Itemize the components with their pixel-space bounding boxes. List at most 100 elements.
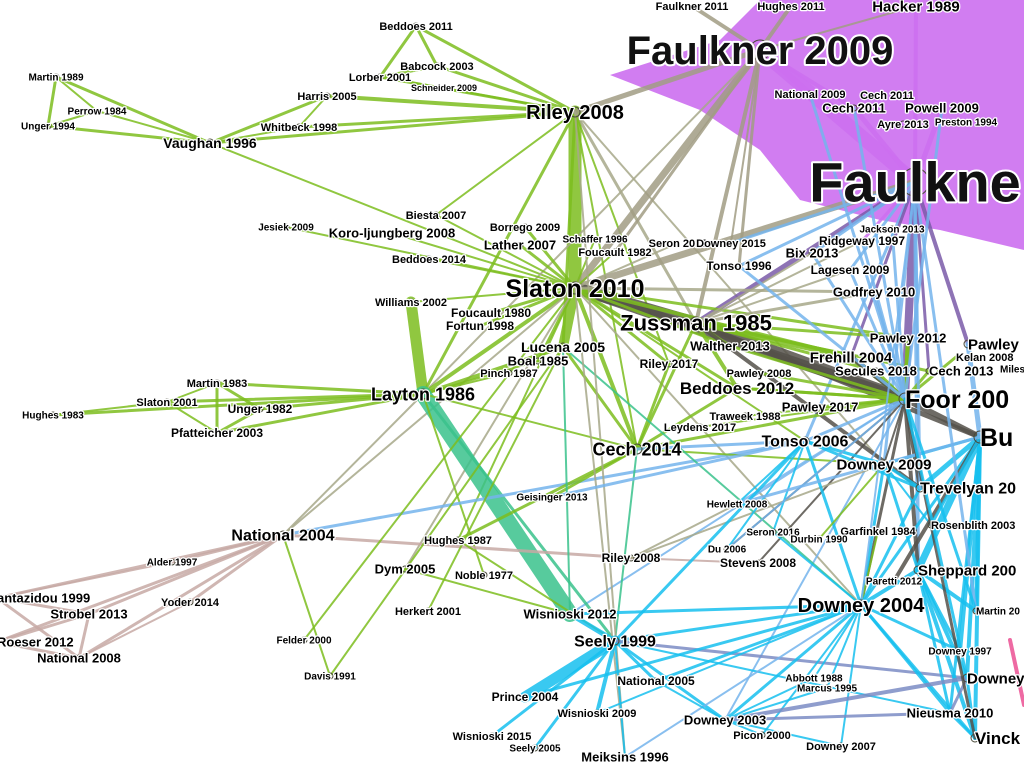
node-label-downeyR[interactable]: Downey bbox=[966, 669, 1024, 688]
node-label-vinck[interactable]: Vinck bbox=[974, 728, 1022, 749]
node-label-antazidou1999[interactable]: antazidou 1999 bbox=[0, 589, 91, 606]
node-label-national2005[interactable]: National 2005 bbox=[616, 673, 696, 689]
node-label-beddoes2014[interactable]: Beddoes 2014 bbox=[391, 253, 468, 267]
node-label-faulkner2009[interactable]: Faulkner 2009 bbox=[625, 27, 896, 75]
node-marker-trevelyan20[interactable] bbox=[915, 483, 925, 493]
node-marker-borrego2009[interactable] bbox=[521, 223, 529, 231]
node-label-secules2018[interactable]: Secules 2018 bbox=[834, 362, 918, 379]
node-marker-national2008[interactable] bbox=[75, 654, 83, 662]
node-marker-alder1997[interactable] bbox=[168, 558, 176, 566]
node-label-pinch1987[interactable]: Pinch 1987 bbox=[479, 367, 539, 381]
node-marker-vaughan1996[interactable] bbox=[205, 138, 215, 148]
node-marker-dym2005[interactable] bbox=[401, 565, 409, 573]
node-marker-nieusma2010[interactable] bbox=[946, 709, 954, 717]
node-marker-beddoes2011[interactable] bbox=[412, 22, 420, 30]
node-marker-koro2008[interactable] bbox=[388, 229, 396, 237]
node-marker-hughes1983[interactable] bbox=[49, 411, 57, 419]
node-marker-downeyR[interactable] bbox=[962, 673, 972, 683]
node-marker-geisinger2013[interactable] bbox=[548, 493, 556, 501]
node-marker-lagesen2009[interactable] bbox=[846, 266, 854, 274]
node-label-national2009[interactable]: National 2009 bbox=[773, 88, 846, 102]
node-label-lucena2005[interactable]: Lucena 2005 bbox=[520, 338, 607, 356]
node-label-picon2000[interactable]: Picon 2000 bbox=[732, 729, 792, 743]
node-marker-downey2009[interactable] bbox=[879, 459, 889, 469]
node-marker-durbin1990[interactable] bbox=[815, 535, 823, 543]
node-marker-bu[interactable] bbox=[973, 430, 987, 444]
node-label-whitbeck1998[interactable]: Whitbeck 1998 bbox=[260, 121, 339, 135]
node-marker-pawleyR[interactable] bbox=[963, 339, 973, 349]
node-marker-herkert2001[interactable] bbox=[424, 607, 432, 615]
node-label-wisnioski2015[interactable]: Wisnioski 2015 bbox=[451, 730, 532, 744]
node-marker-national2005[interactable] bbox=[652, 677, 660, 685]
node-label-felder2000[interactable]: Felder 2000 bbox=[275, 634, 333, 647]
node-label-riley2008[interactable]: Riley 2008 bbox=[525, 101, 625, 125]
node-marker-unger1994[interactable] bbox=[44, 122, 52, 130]
node-label-fortun1998[interactable]: Fortun 1998 bbox=[445, 318, 516, 334]
node-label-durbin1990[interactable]: Durbin 1990 bbox=[789, 533, 849, 546]
node-label-perrow1984[interactable]: Perrow 1984 bbox=[66, 105, 128, 118]
node-label-leydens2017[interactable]: Leydens 2017 bbox=[663, 421, 738, 435]
node-marker-faulkner2009[interactable] bbox=[749, 39, 771, 61]
node-marker-wisnioski2009[interactable] bbox=[593, 709, 601, 717]
node-marker-boal1985[interactable] bbox=[534, 357, 542, 365]
node-label-meiksins1996[interactable]: Meiksins 1996 bbox=[580, 748, 670, 765]
node-label-rosenblith2003[interactable]: Rosenblith 2003 bbox=[930, 519, 1017, 533]
node-marker-seely1999[interactable] bbox=[610, 636, 620, 646]
node-label-alder1997[interactable]: Alder 1997 bbox=[146, 556, 199, 569]
node-marker-cech2013[interactable] bbox=[925, 367, 933, 375]
node-marker-faulknerBig[interactable] bbox=[900, 167, 930, 197]
node-marker-downey2004[interactable] bbox=[855, 599, 867, 611]
node-label-lagesen2009[interactable]: Lagesen 2009 bbox=[809, 262, 890, 278]
node-label-frehill2004[interactable]: Frehill 2004 bbox=[809, 348, 895, 367]
node-marker-lucena2005[interactable] bbox=[558, 342, 568, 352]
node-label-dym2005[interactable]: Dym 2005 bbox=[373, 560, 436, 577]
node-label-walther2013[interactable]: Walther 2013 bbox=[689, 337, 771, 354]
node-marker-lather2007[interactable] bbox=[516, 241, 524, 249]
node-marker-cech2011[interactable] bbox=[850, 104, 858, 112]
node-marker-traweek1988[interactable] bbox=[741, 412, 749, 420]
node-marker-garfinkel1984[interactable] bbox=[874, 527, 882, 535]
node-marker-downey2003[interactable] bbox=[721, 716, 729, 724]
node-marker-foor200[interactable] bbox=[898, 392, 912, 406]
node-marker-riley2017[interactable] bbox=[665, 360, 673, 368]
node-marker-felder2000[interactable] bbox=[300, 636, 308, 644]
node-label-beddoes2011[interactable]: Beddoes 2011 bbox=[378, 20, 454, 34]
node-label-stevens2008[interactable]: Stevens 2008 bbox=[719, 555, 798, 571]
node-label-powell2009[interactable]: Powell 2009 bbox=[904, 99, 980, 116]
node-marker-cech2014[interactable] bbox=[631, 443, 643, 455]
node-label-national2004[interactable]: National 2004 bbox=[230, 526, 336, 545]
node-marker-jackson2013[interactable] bbox=[888, 225, 896, 233]
node-label-biesta2007[interactable]: Biesta 2007 bbox=[405, 209, 468, 223]
node-label-seely1999[interactable]: Seely 1999 bbox=[573, 632, 657, 651]
node-label-boal1985[interactable]: Boal 1985 bbox=[506, 352, 569, 369]
node-marker-downey2007[interactable] bbox=[837, 742, 845, 750]
node-label-miles[interactable]: Miles bbox=[999, 363, 1024, 376]
node-label-bu[interactable]: Bu bbox=[979, 423, 1015, 453]
node-marker-wisnioski2015[interactable] bbox=[488, 732, 496, 740]
node-label-foor200[interactable]: Foor 200 bbox=[904, 385, 1011, 415]
node-label-slaton2001[interactable]: Slaton 2001 bbox=[135, 396, 199, 410]
node-label-downey2004[interactable]: Downey 2004 bbox=[796, 594, 926, 618]
node-marker-meiksins1996[interactable] bbox=[621, 753, 629, 761]
node-marker-frehill2004[interactable] bbox=[846, 352, 856, 362]
node-label-hughes1983[interactable]: Hughes 1983 bbox=[21, 409, 86, 422]
node-marker-martin20[interactable] bbox=[972, 607, 980, 615]
node-label-ridgeway1997[interactable]: Ridgeway 1997 bbox=[818, 233, 907, 249]
node-marker-biesta2007[interactable] bbox=[432, 211, 440, 219]
node-marker-davis1991[interactable] bbox=[326, 672, 334, 680]
node-label-slaton2010[interactable]: Slaton 2010 bbox=[504, 274, 645, 304]
node-label-yoder2014[interactable]: Yoder 2014 bbox=[160, 596, 221, 610]
node-marker-pfatteicher2003[interactable] bbox=[213, 429, 221, 437]
node-label-layton1986[interactable]: Layton 1986 bbox=[370, 383, 476, 405]
node-label-strobel2013[interactable]: Strobel 2013 bbox=[49, 605, 129, 622]
node-label-jackson2013[interactable]: Jackson 2013 bbox=[858, 223, 926, 236]
node-label-pawley2008[interactable]: Pawley 2008 bbox=[725, 367, 792, 381]
node-label-borrego2009[interactable]: Borrego 2009 bbox=[489, 221, 562, 235]
node-label-wisnioski2012[interactable]: Wisnioski 2012 bbox=[522, 605, 618, 622]
node-label-abbott1988[interactable]: Abbott 1988 bbox=[784, 672, 844, 685]
node-marker-pawley2017[interactable] bbox=[816, 403, 824, 411]
node-label-foucault1982[interactable]: Foucault 1982 bbox=[577, 246, 653, 260]
node-marker-prince2004[interactable] bbox=[521, 693, 529, 701]
node-label-koro2008[interactable]: Koro-ljungberg 2008 bbox=[328, 224, 457, 241]
node-marker-layton1986[interactable] bbox=[417, 388, 429, 400]
